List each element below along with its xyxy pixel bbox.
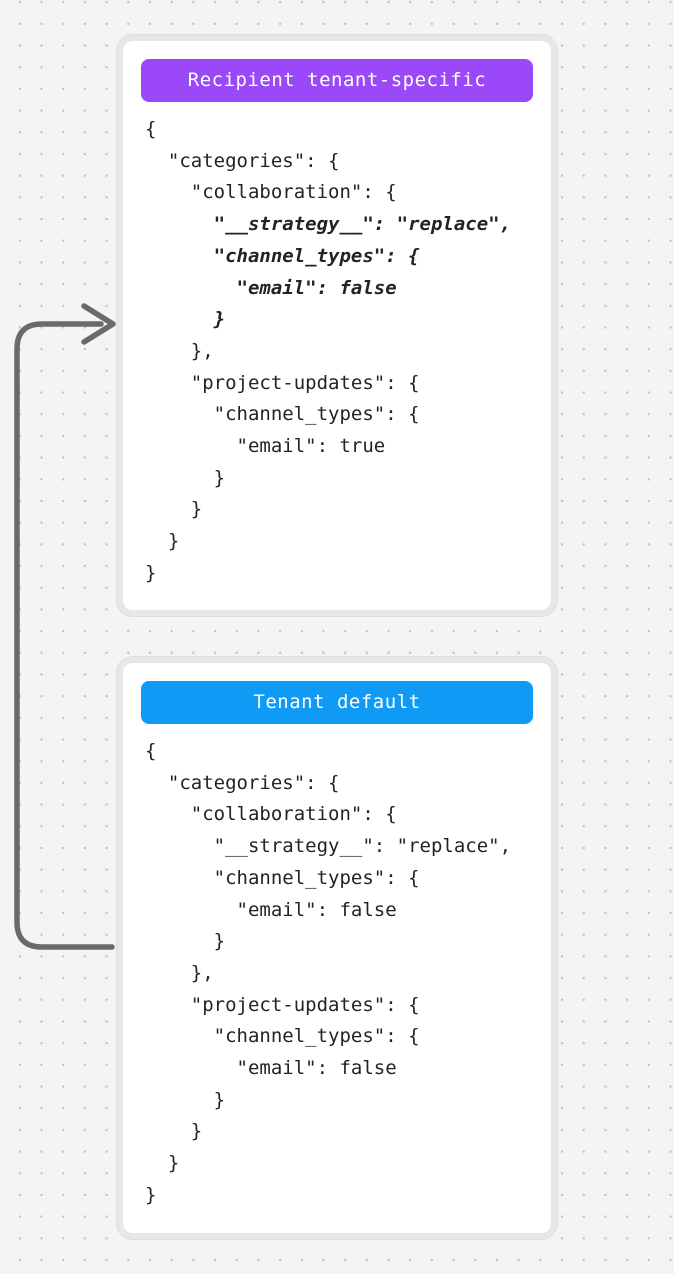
code-line: }, xyxy=(145,339,214,362)
json-code-block-tenant-default: { "categories": { "collaboration": { "__… xyxy=(145,736,533,1212)
code-line: } xyxy=(145,530,180,553)
code-line: "categories": { xyxy=(145,771,340,794)
code-line: "email": false xyxy=(145,1057,397,1080)
code-line: "__strategy__": "replace", xyxy=(145,835,512,858)
code-line: } xyxy=(145,561,157,584)
code-line: } xyxy=(145,1120,203,1143)
code-line: "collaboration": { xyxy=(145,181,397,204)
code-line: { xyxy=(145,118,157,140)
badge-recipient-tenant-specific: Recipient tenant-specific xyxy=(141,59,533,102)
code-line: }, xyxy=(145,961,214,984)
merge-flow-arrow xyxy=(14,303,116,950)
code-line: "email": false xyxy=(145,898,397,921)
code-line: "channel_types": { xyxy=(145,244,420,267)
code-line: "collaboration": { xyxy=(145,803,397,826)
code-line: "channel_types": { xyxy=(145,866,420,889)
code-line: } xyxy=(145,498,203,521)
code-line: } xyxy=(145,1088,226,1111)
code-line: } xyxy=(145,308,226,331)
json-code-block-recipient: { "categories": { "collaboration": { "__… xyxy=(145,114,533,590)
code-line: "email": true xyxy=(145,435,386,458)
code-line: } xyxy=(145,1152,180,1175)
card-recipient-tenant-specific: Recipient tenant-specific { "categories"… xyxy=(116,34,558,617)
badge-tenant-default: Tenant default xyxy=(141,681,533,724)
code-line: } xyxy=(145,1183,157,1206)
card-tenant-default: Tenant default { "categories": { "collab… xyxy=(116,656,558,1240)
code-line: "project-updates": { xyxy=(145,371,420,394)
arrowhead-icon xyxy=(81,303,116,345)
code-line: } xyxy=(145,930,226,953)
code-line: "project-updates": { xyxy=(145,993,420,1016)
code-line: "categories": { xyxy=(145,149,340,172)
code-line: "__strategy__": "replace", xyxy=(145,213,512,236)
code-line: { xyxy=(145,740,157,762)
code-line: "channel_types": { xyxy=(145,403,420,426)
code-line: "channel_types": { xyxy=(145,1025,420,1048)
arrow-shaft xyxy=(14,321,115,950)
code-line: } xyxy=(145,466,226,489)
code-line: "email": false xyxy=(145,276,397,299)
